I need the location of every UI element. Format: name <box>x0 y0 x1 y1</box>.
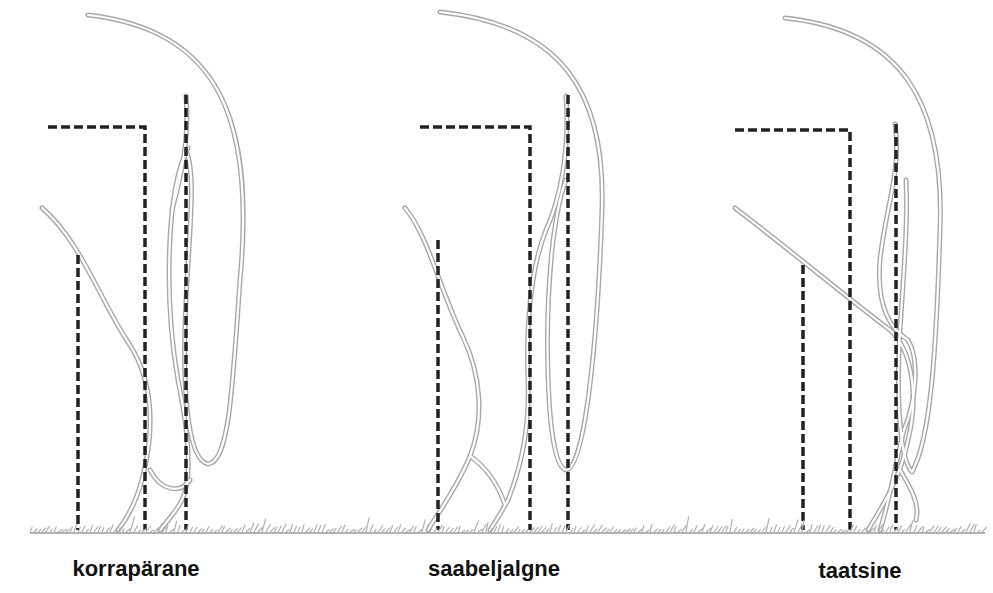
height-line <box>184 95 188 530</box>
plant-type-label: saabeljalgne <box>428 556 560 582</box>
plant-stem-inner <box>150 470 190 489</box>
height-line <box>566 95 570 530</box>
grass-texture <box>30 516 987 532</box>
plant-type-label: korrapärane <box>72 556 199 582</box>
plant-stem-inner <box>440 12 602 470</box>
plant-stem <box>900 470 917 520</box>
height-line <box>801 265 805 530</box>
plant-figures-inner <box>42 12 940 530</box>
plant-stem-inner <box>42 208 150 530</box>
plant-leaf <box>88 15 243 464</box>
plant-stem <box>470 456 505 505</box>
height-line <box>76 255 80 530</box>
plant-figures <box>42 12 940 530</box>
plant-stem <box>405 208 479 530</box>
plant-stem-inner <box>735 208 913 530</box>
plant-stem-inner <box>405 208 479 530</box>
plant-leaf <box>785 18 940 472</box>
plant-stem-inner <box>900 470 917 520</box>
ground-grass <box>30 516 987 532</box>
height-line <box>48 127 145 530</box>
height-line <box>436 240 440 530</box>
plant-stem-inner <box>470 456 505 505</box>
plant-stem-inner <box>785 18 940 472</box>
plant-stem <box>735 208 913 530</box>
height-line <box>894 124 898 530</box>
height-line <box>735 130 850 530</box>
plant-type-label: taatsine <box>818 558 901 584</box>
height-line <box>420 127 530 530</box>
ground-line <box>30 532 985 534</box>
measure-lines <box>48 95 896 530</box>
plant-stem-inner <box>88 15 243 464</box>
plant-leaf <box>440 12 602 470</box>
plant-stem <box>150 470 190 489</box>
plant-stem <box>42 208 150 530</box>
